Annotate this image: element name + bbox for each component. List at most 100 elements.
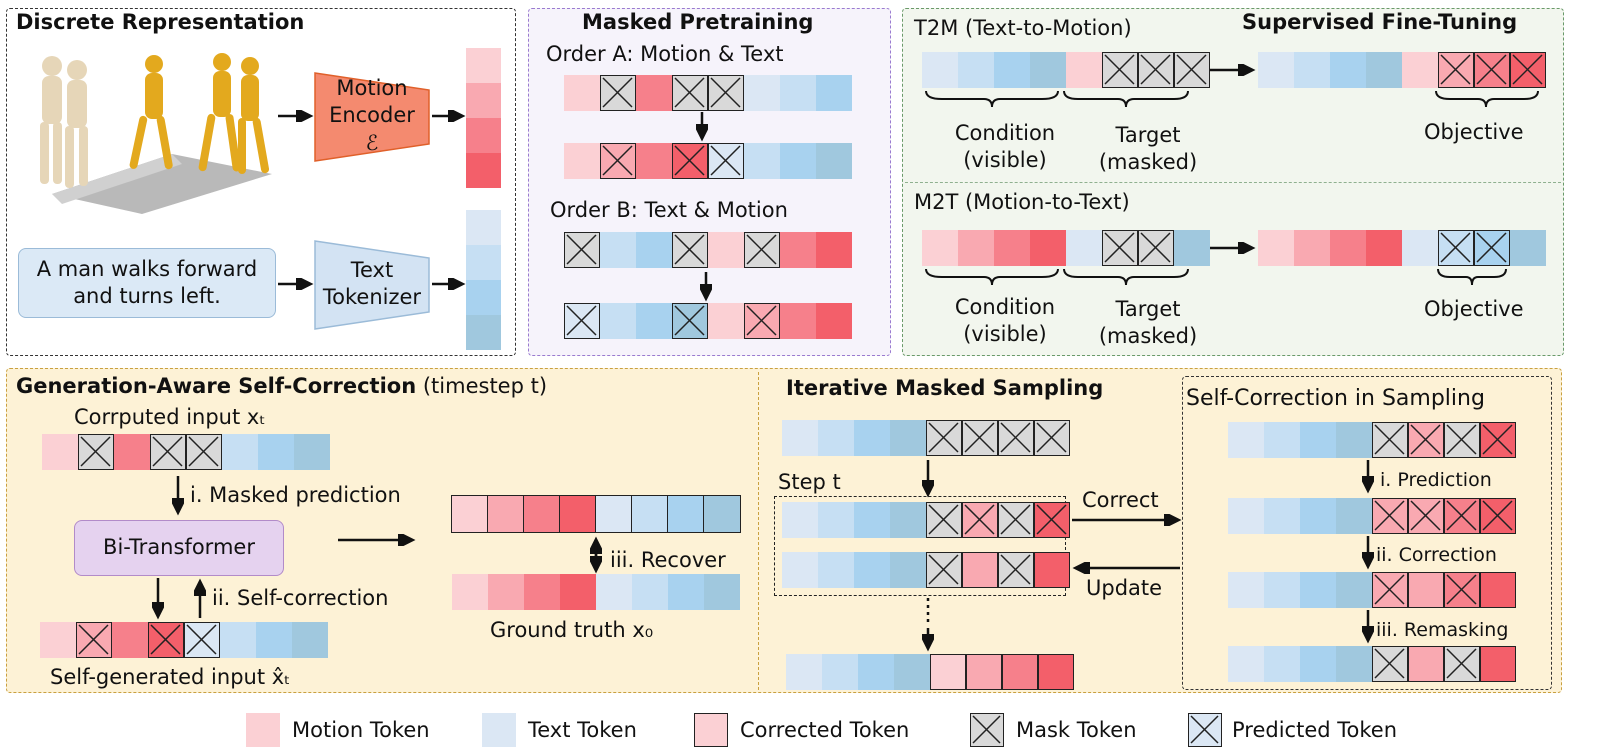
bi-transformer-box: Bi-Transformer <box>74 520 284 576</box>
predicted-icon <box>964 504 995 535</box>
mask-icon <box>1104 232 1135 263</box>
correct-label: Correct <box>1082 488 1159 512</box>
iterative-row-2 <box>782 502 1070 538</box>
text-token-column <box>466 210 501 350</box>
mask-icon <box>188 436 219 467</box>
m2t-braces <box>925 268 1189 286</box>
legend-text-label: Text Token <box>528 718 637 742</box>
mask-icon <box>928 422 959 453</box>
iterative-title: Iterative Masked Sampling <box>786 376 1104 400</box>
legend-text-swatch <box>482 713 516 747</box>
order-a-arrow <box>696 112 708 142</box>
prediction-output-row <box>451 495 741 533</box>
legend-mask-swatch <box>970 713 1004 747</box>
iterative-row-1 <box>782 420 1070 456</box>
self-generated-row <box>40 622 328 658</box>
ground-truth-row <box>452 574 740 610</box>
legend-predicted-swatch <box>1188 713 1222 747</box>
order-b-label: Order B: Text & Motion <box>550 198 788 222</box>
panel-divider <box>758 372 759 690</box>
motion-token-column <box>466 48 501 188</box>
predicted-icon <box>1190 715 1219 744</box>
predicted-icon <box>1476 54 1507 85</box>
mask-icon <box>80 436 111 467</box>
predicted-icon <box>1482 500 1513 531</box>
predicted-icon <box>1036 504 1067 535</box>
arrow-to-encoder <box>278 110 314 122</box>
arrow-from-encoder <box>432 110 466 122</box>
iterative-arrow-1 <box>922 460 934 498</box>
human-figures-image <box>40 53 272 214</box>
m2t-target-label: Target (masked) <box>1098 297 1198 349</box>
sampling-row-3 <box>1228 572 1516 608</box>
t2m-output-row <box>1258 52 1546 88</box>
mask-icon <box>710 77 741 108</box>
predicted-icon <box>1482 424 1513 455</box>
gen-title-suffix: (timestep t) <box>422 374 548 398</box>
down-arrow-self-generated <box>152 578 164 620</box>
predicted-icon <box>674 305 705 336</box>
predicted-icon <box>186 624 217 655</box>
m2t-arrow <box>1210 242 1256 254</box>
legend-mask-label: Mask Token <box>1016 718 1137 742</box>
iterative-row-final <box>786 654 1074 690</box>
mask-icon <box>674 234 705 265</box>
t2m-objective-brace <box>1435 90 1539 108</box>
prediction-label: i. Prediction <box>1380 469 1492 491</box>
predicted-icon <box>1440 54 1471 85</box>
order-a-row-2 <box>564 143 852 179</box>
predicted-icon <box>1374 500 1405 531</box>
predicted-icon <box>710 145 741 176</box>
corrupted-input-row <box>42 434 330 470</box>
sampling-row-4 <box>1228 646 1516 682</box>
step-t-box <box>774 496 1066 596</box>
mask-icon <box>674 77 705 108</box>
t2m-braces <box>925 90 1189 108</box>
predicted-icon <box>1374 574 1405 605</box>
ground-truth-label: Ground truth x₀ <box>490 618 654 642</box>
mask-icon <box>1374 424 1405 455</box>
update-label: Update <box>1086 576 1163 600</box>
mask-icon <box>1000 422 1031 453</box>
mask-icon <box>1000 554 1031 585</box>
t2m-condition-label: Condition (visible) <box>954 121 1056 173</box>
predicted-icon <box>1410 500 1441 531</box>
t2m-objective-label: Objective <box>1424 120 1524 144</box>
update-arrow <box>1072 562 1180 574</box>
order-a-label: Order A: Motion & Text <box>546 42 784 66</box>
mask-icon <box>1374 648 1405 679</box>
correction-arrow <box>1362 536 1374 570</box>
masked-prediction-label: i. Masked prediction <box>190 483 401 507</box>
predicted-icon <box>1476 232 1507 263</box>
mask-icon <box>1000 504 1031 535</box>
order-b-arrow <box>700 272 712 302</box>
self-generated-label: Self-generated input x̂ₜ <box>50 665 291 689</box>
mask-icon <box>1140 54 1171 85</box>
predicted-icon <box>746 305 777 336</box>
legend-corrected-label: Corrected Token <box>740 718 910 742</box>
mask-icon <box>1446 648 1477 679</box>
sampling-sc-title: Self-Correction in Sampling <box>1186 386 1485 411</box>
mask-icon <box>1446 424 1477 455</box>
legend-motion-swatch <box>246 713 280 747</box>
predicted-icon <box>78 624 109 655</box>
sampling-row-1 <box>1228 422 1516 458</box>
mask-icon <box>602 77 633 108</box>
text-tokenizer-label: Text Tokenizer <box>322 257 422 309</box>
corrupted-input-label: Corrputed input xₜ <box>74 405 266 429</box>
transformer-to-output-arrow <box>338 534 416 546</box>
mask-icon <box>746 234 777 265</box>
t2m-label: T2M (Text-to-Motion) <box>914 16 1132 40</box>
order-b-row-2 <box>564 303 852 339</box>
mask-icon <box>928 504 959 535</box>
predicted-icon <box>566 305 597 336</box>
motion-encoder-label: Motion Encoder ℰ <box>329 76 415 155</box>
sft-divider <box>905 182 1561 183</box>
gen-title-line: Generation-Aware Self-Correction (timest… <box>16 374 547 398</box>
remasking-arrow <box>1362 610 1374 644</box>
up-arrow-self-correction <box>194 578 206 618</box>
legend-corrected-swatch <box>694 713 728 747</box>
m2t-input-row <box>922 230 1210 266</box>
recover-label: iii. Recover <box>610 548 726 572</box>
remasking-label: iii. Remasking <box>1376 619 1509 641</box>
